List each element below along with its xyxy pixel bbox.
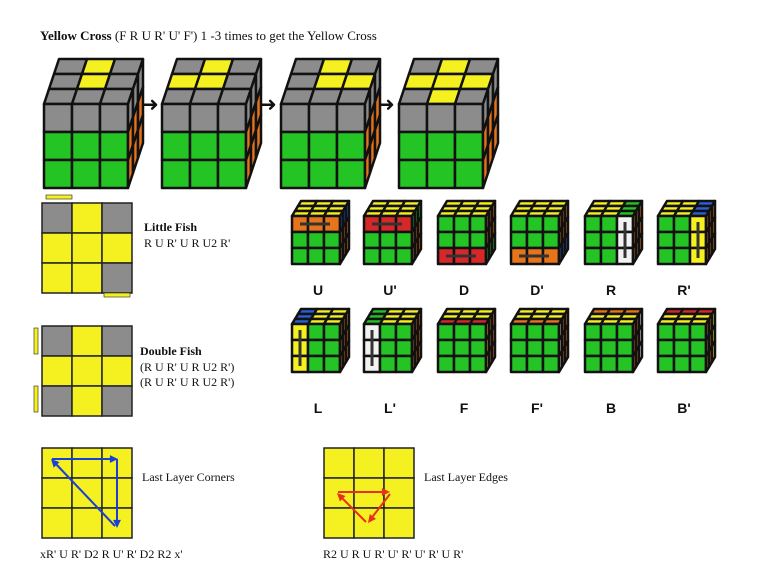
- yellow-cross-cube-1: [42, 57, 145, 190]
- move-label-row1-0: U: [312, 282, 324, 298]
- move-cube-b: [583, 307, 644, 374]
- right-arrow-icon: ➜: [378, 92, 395, 116]
- move-cube-u: [290, 199, 351, 266]
- double-fish-grid: [33, 325, 133, 417]
- yellow-cross-title-bold: Yellow Cross: [40, 28, 112, 43]
- sticker-marker: [33, 385, 39, 413]
- little-fish-grid: [41, 194, 133, 298]
- corner-cycle-arrows: [51, 455, 121, 528]
- move-cube-d-prime: [509, 199, 570, 266]
- move-label-row2-3: F': [531, 400, 543, 416]
- double-fish-name: Double Fish: [140, 344, 202, 358]
- move-label-row1-3: D': [530, 282, 544, 298]
- move-cube-r: [583, 199, 644, 266]
- last-layer-edges-alg: R2 U R U R' U' R' U' R' U R': [323, 547, 464, 561]
- move-cube-f-prime: [509, 307, 570, 374]
- move-cube-l: [290, 307, 351, 374]
- move-label-row2-2: F: [459, 400, 469, 416]
- move-label-row1-2: D: [458, 282, 470, 298]
- edge-cycle-arrows: [337, 488, 391, 523]
- right-arrow-icon: ➜: [260, 92, 277, 116]
- double-fish-alg-2: (R U R' U R U2 R'): [140, 375, 235, 389]
- move-label-row2-1: L': [384, 400, 396, 416]
- move-label-row1-1: U': [383, 282, 397, 298]
- last-layer-edges-grid: [323, 447, 415, 539]
- yellow-cross-title: Yellow Cross (F R U R' U' F') 1 -3 times…: [40, 28, 377, 44]
- last-layer-corners-alg: xR' U R' D2 R U' R' D2 R2 x': [40, 547, 183, 561]
- move-label-row2-0: L: [313, 400, 323, 416]
- yellow-cross-cube-4: [397, 57, 500, 190]
- move-cube-d: [436, 199, 497, 266]
- sticker-marker: [45, 194, 73, 200]
- move-label-row1-5: R': [677, 282, 691, 298]
- yellow-cross-cube-3: [279, 57, 382, 190]
- last-layer-corners-label: Last Layer Corners: [142, 470, 235, 484]
- little-fish-name: Little Fish: [144, 220, 197, 234]
- move-cube-b-prime: [656, 307, 717, 374]
- move-label-row1-4: R: [605, 282, 617, 298]
- little-fish-alg: R U R' U R U2 R': [144, 236, 231, 250]
- double-fish-alg-1: (R U R' U R U2 R'): [140, 360, 235, 374]
- yellow-cross-cube-2: [160, 57, 263, 190]
- right-arrow-icon: ➜: [142, 92, 159, 116]
- sticker-marker: [103, 292, 131, 298]
- last-layer-corners-grid: [41, 447, 133, 539]
- move-cube-r-prime: [656, 199, 717, 266]
- move-cube-f: [436, 307, 497, 374]
- last-layer-edges-label: Last Layer Edges: [424, 470, 508, 484]
- yellow-cross-title-rest: (F R U R' U' F') 1 -3 times to get the Y…: [114, 28, 377, 43]
- move-label-row2-4: B: [605, 400, 617, 416]
- move-label-row2-5: B': [677, 400, 691, 416]
- move-cube-u-prime: [362, 199, 423, 266]
- sticker-marker: [33, 327, 39, 355]
- move-cube-l-prime: [362, 307, 423, 374]
